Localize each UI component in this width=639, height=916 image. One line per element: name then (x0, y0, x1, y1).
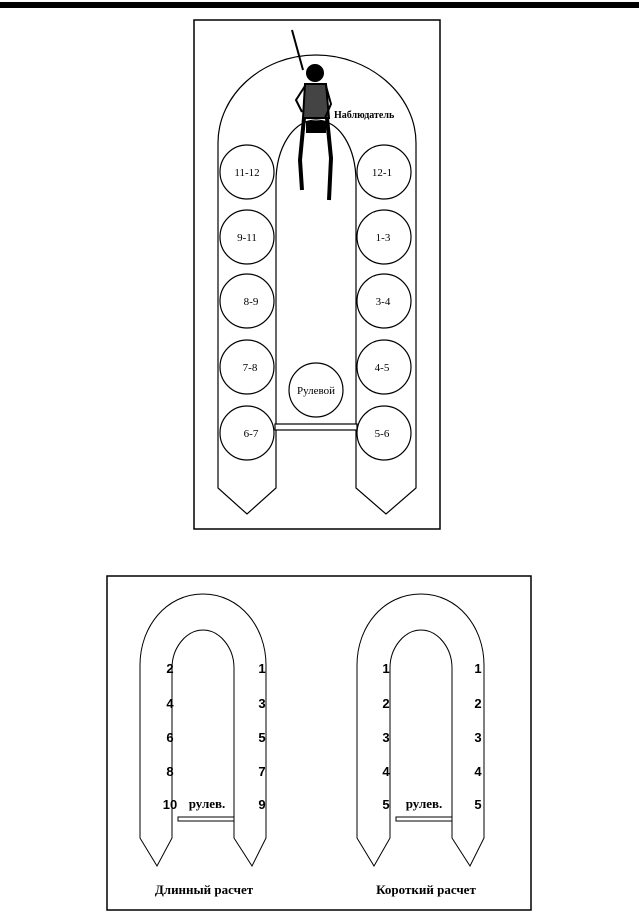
helmsman-circle (288, 362, 344, 418)
sector-circle (356, 144, 412, 200)
sector-circle (219, 339, 275, 395)
sector-circle (219, 405, 275, 461)
seat-number: 5 (474, 797, 481, 812)
seat-number: 10 (163, 797, 177, 812)
sector-circle (356, 209, 412, 265)
sector-label: 3-4 (376, 296, 391, 308)
top-rule (0, 2, 639, 8)
left-sector-column: 11-12 9-11 8-9 7-8 6-7 (219, 144, 275, 461)
seat-number: 9 (258, 797, 265, 812)
seat-number: 3 (474, 730, 481, 745)
long-crew-boat (139, 593, 267, 868)
seat-number: 4 (166, 696, 174, 711)
seat-number: 1 (382, 661, 389, 676)
observer-label: Наблюдатель (334, 110, 395, 121)
sector-label: 9-11 (237, 232, 257, 244)
sector-label: 7-8 (243, 362, 258, 374)
sector-circle (219, 209, 275, 265)
seat-number: 1 (474, 661, 481, 676)
seat-number: 4 (474, 764, 482, 779)
short-crew-caption: Короткий расчет (376, 882, 476, 897)
seat-number: 8 (166, 764, 173, 779)
figure2-frame (106, 575, 532, 911)
seat-number: 2 (382, 696, 389, 711)
helmsman-label: Рулевой (297, 385, 335, 397)
sector-circle (356, 273, 412, 329)
observer-figure (291, 29, 334, 201)
seat-number: 4 (382, 764, 390, 779)
seat-number: 3 (258, 696, 265, 711)
seat-number: 5 (382, 797, 389, 812)
figure1-frame (193, 19, 441, 530)
sector-circle (219, 273, 275, 329)
sector-label: 11-12 (234, 167, 259, 179)
seat-number: 1 (258, 661, 265, 676)
sector-label: 5-6 (375, 428, 390, 440)
sector-circle (356, 339, 412, 395)
sector-label: 8-9 (244, 296, 259, 308)
seat-number: 2 (166, 661, 173, 676)
seat-number: 6 (166, 730, 173, 745)
sector-label: 6-7 (244, 428, 259, 440)
seat-number: 7 (258, 764, 265, 779)
right-sector-column: 12-1 1-3 3-4 4-5 5-6 (356, 144, 412, 461)
sector-label: 4-5 (375, 362, 390, 374)
sector-label: 1-3 (376, 232, 391, 244)
sector-circle (219, 144, 275, 200)
short-crew-helm-label: рулев. (406, 796, 443, 811)
transom-bar (274, 423, 358, 431)
seat-number: 3 (382, 730, 389, 745)
short-crew-boat (356, 593, 485, 868)
short-crew-numbers: 1 2 3 4 5 1 2 3 4 5 (382, 661, 482, 812)
seat-number: 2 (474, 696, 481, 711)
boat-outer-outline (217, 54, 417, 515)
long-crew-helm-label: рулев. (189, 796, 226, 811)
long-crew-caption: Длинный расчет (155, 882, 254, 897)
sector-label: 12-1 (372, 167, 392, 179)
long-crew-numbers: 2 4 6 8 10 1 3 5 7 9 (163, 661, 266, 812)
seat-number: 5 (258, 730, 265, 745)
sector-circle (356, 405, 412, 461)
